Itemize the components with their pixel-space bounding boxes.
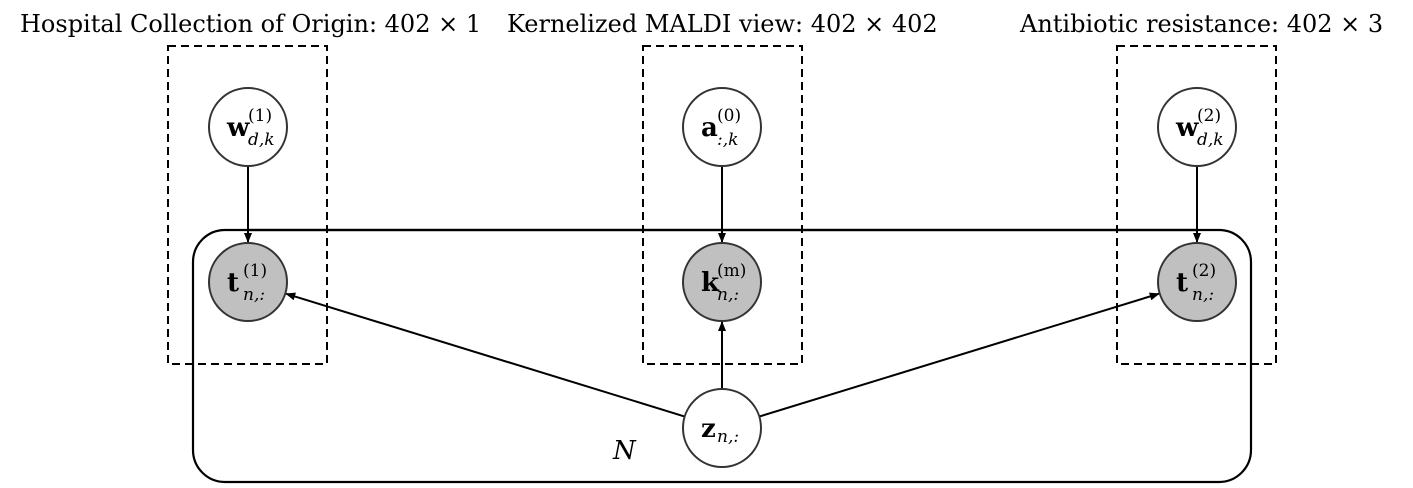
node-circle-km <box>682 242 762 322</box>
node-symbol-t1: t <box>227 268 239 298</box>
view-title-antibiotic: Antibiotic resistance: 402 × 3 <box>1019 10 1383 38</box>
node-superscript-t1: (1) <box>243 261 267 281</box>
node-circle-a0 <box>682 87 762 167</box>
node-subscript-w2: d,k <box>1197 130 1224 150</box>
node-w1: w(1) d,k <box>208 87 288 167</box>
node-superscript-w1: (1) <box>248 106 272 126</box>
node-t2: t(2) n,: <box>1157 242 1237 322</box>
node-circle-t2 <box>1157 242 1237 322</box>
node-superscript-t2: (2) <box>1192 261 1216 281</box>
node-a0: a(0) :,k <box>682 87 762 167</box>
node-subscript-t1: n,: <box>243 285 265 305</box>
node-symbol-km: k <box>701 268 720 298</box>
edge-z-to-t2 <box>758 292 1160 418</box>
node-circle-w2 <box>1157 87 1237 167</box>
node-subscript-z: n,: <box>717 427 739 447</box>
edge-z-to-t1 <box>285 292 686 418</box>
node-superscript-w2: (2) <box>1197 106 1221 126</box>
view-box-hospital <box>167 45 328 365</box>
node-circle-z <box>682 388 762 468</box>
node-w2: w(2) d,k <box>1157 87 1237 167</box>
node-subscript-t2: n,: <box>1192 285 1214 305</box>
node-circle-t1 <box>208 242 288 322</box>
node-symbol-a0: a <box>701 113 718 143</box>
node-symbol-z: z <box>701 414 716 444</box>
node-symbol-w2: w <box>1175 113 1199 143</box>
node-subscript-a0: :,k <box>717 130 738 150</box>
view-box-maldi <box>642 45 803 365</box>
node-km: k(m) n,: <box>682 242 762 322</box>
node-circle-w1 <box>208 87 288 167</box>
view-title-maldi: Kernelized MALDI view: 402 × 402 <box>507 10 938 38</box>
node-t1: t(1) n,: <box>208 242 288 322</box>
view-title-hospital: Hospital Collection of Origin: 402 × 1 <box>20 10 481 38</box>
edges-group <box>244 166 1201 418</box>
node-subscript-w1: d,k <box>248 130 275 150</box>
view-box-antibiotic <box>1116 45 1277 365</box>
plate-label: N <box>612 436 637 466</box>
node-symbol-t2: t <box>1176 268 1188 298</box>
node-subscript-km: n,: <box>717 285 739 305</box>
node-symbol-w1: w <box>226 113 250 143</box>
node-superscript-km: (m) <box>717 261 746 281</box>
node-superscript-a0: (0) <box>717 106 741 126</box>
